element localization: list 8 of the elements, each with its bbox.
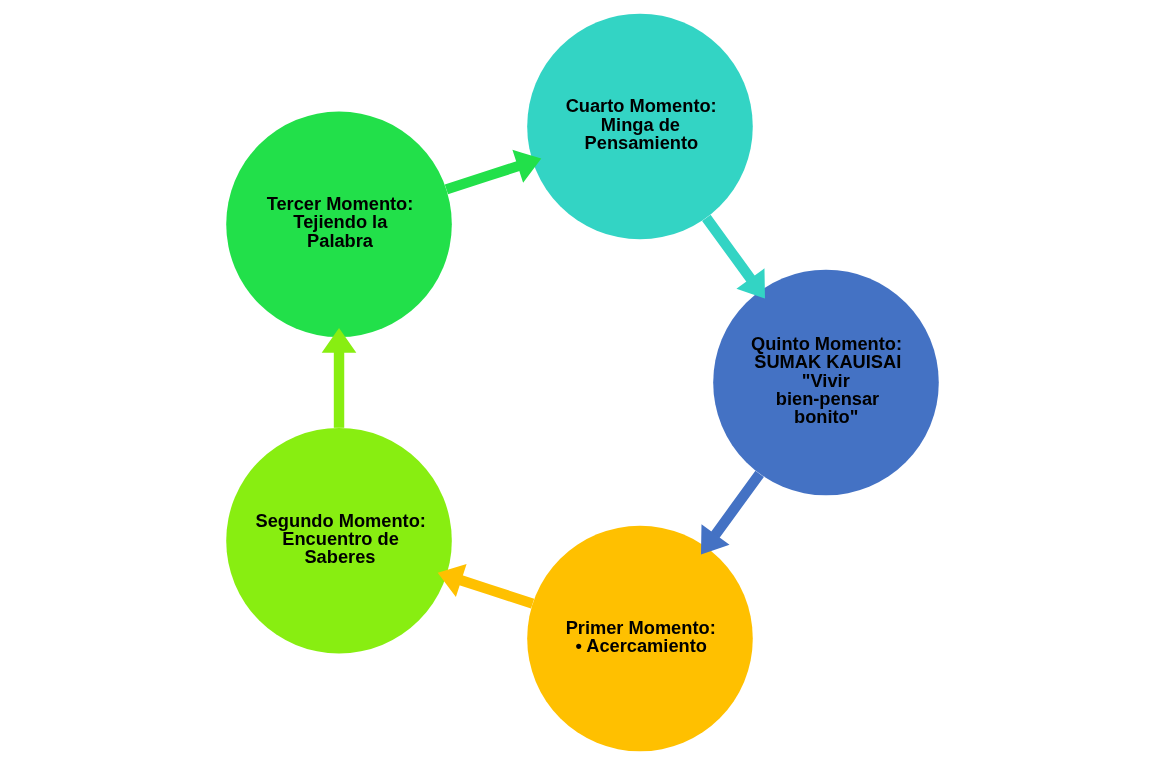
arrow: [444, 149, 542, 195]
node-circle: Segundo Momento:Encuentro de Saberes: [226, 427, 452, 654]
node-circle: Tercer Momento: Tejiendo la Palabra: [226, 111, 452, 338]
node-circle: Cuarto Momento: Minga de Pensamiento: [527, 13, 753, 240]
arrow: [437, 563, 535, 609]
arrow: [702, 214, 765, 299]
arrow: [700, 470, 764, 555]
arrow: [321, 328, 357, 428]
